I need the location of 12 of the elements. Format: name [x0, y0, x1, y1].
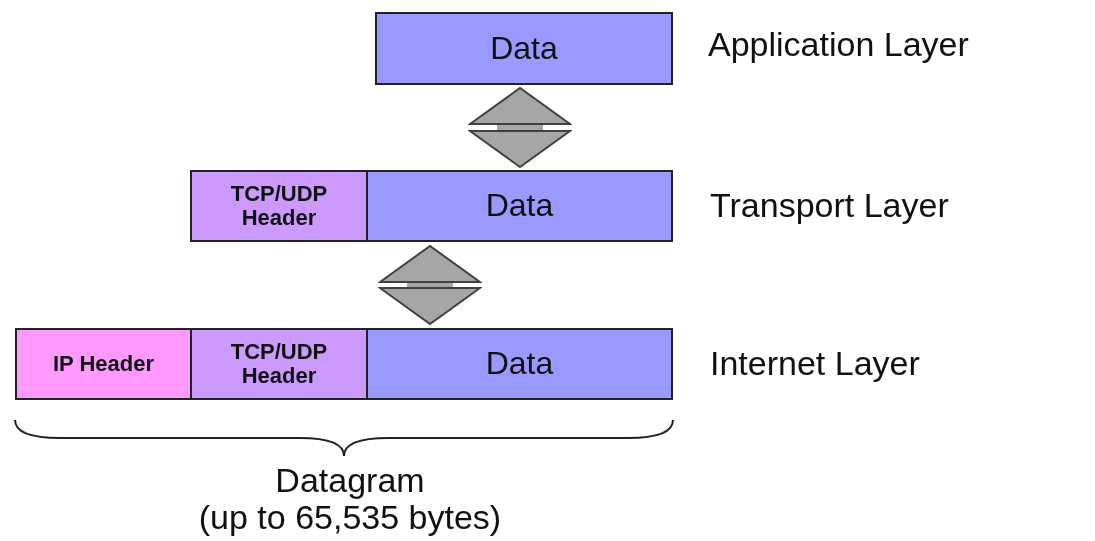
data-box: Data	[366, 328, 673, 400]
data-box: Data	[366, 170, 673, 242]
header-box: IP Header	[15, 328, 192, 400]
data-box: Data	[375, 12, 673, 85]
double-arrow	[469, 87, 571, 168]
double-arrow	[379, 245, 481, 325]
header-box: TCP/UDP Header	[190, 170, 368, 242]
caption-text: Datagram (up to 65,535 bytes)	[197, 462, 503, 537]
layer-label: Internet Layer	[710, 344, 920, 383]
layer-label: Application Layer	[708, 25, 969, 64]
header-box: TCP/UDP Header	[190, 328, 368, 400]
layer-label: Transport Layer	[710, 186, 949, 225]
